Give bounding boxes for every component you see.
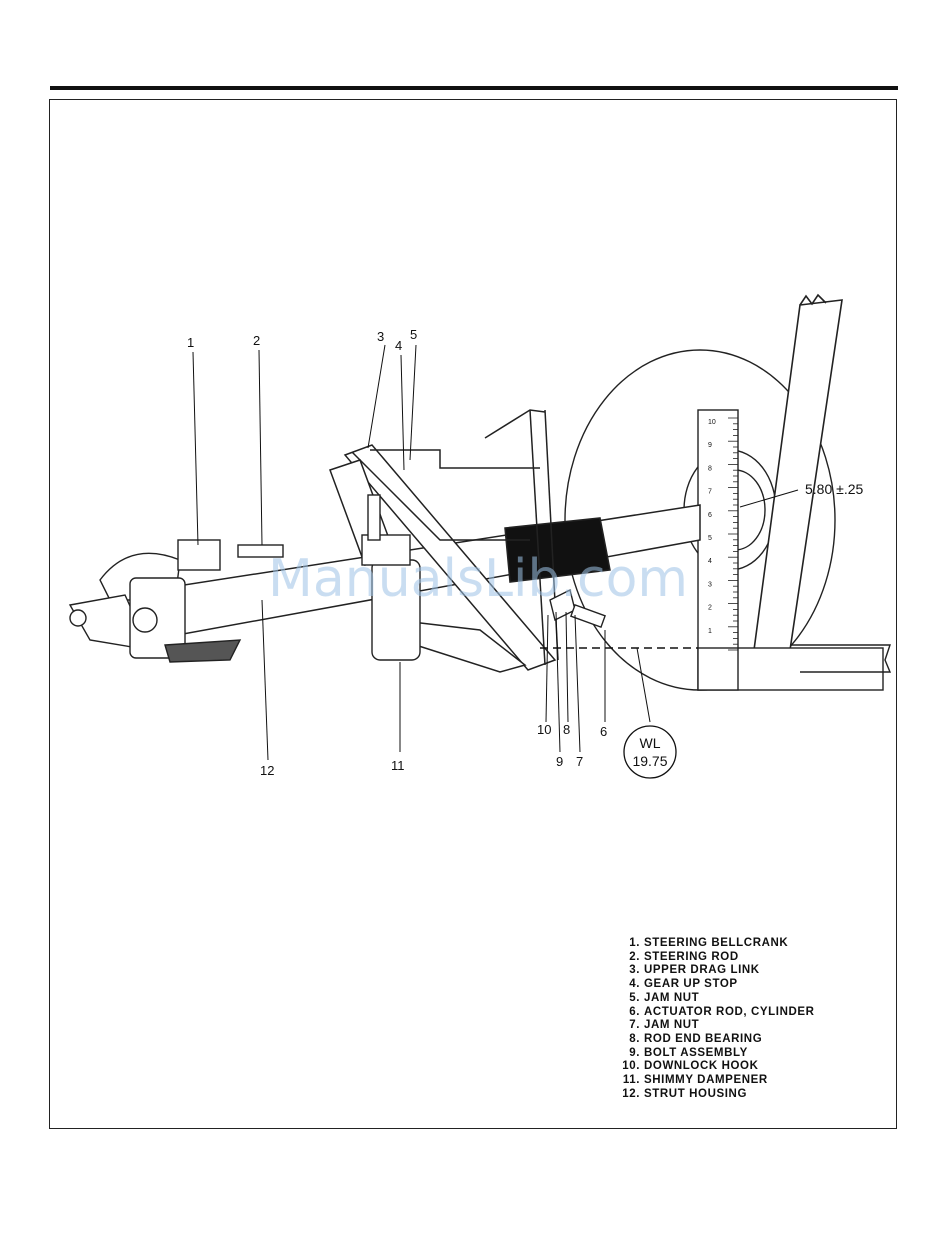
legend-number: 2. [616, 951, 640, 965]
legend-item: 10. DOWNLOCK HOOK [616, 1060, 876, 1074]
legend-text: BOLT ASSEMBLY [644, 1047, 748, 1059]
waterline-label: WL [640, 735, 661, 751]
callout-4: 4 [395, 338, 402, 353]
legend-item: 4. GEAR UP STOP [616, 978, 876, 992]
legend-number: 6. [616, 1006, 640, 1020]
legend-number: 4. [616, 978, 640, 992]
legend-number: 5. [616, 992, 640, 1006]
straight-edge [754, 295, 842, 650]
legend-text: ROD END BEARING [644, 1033, 762, 1045]
callout-6: 6 [600, 724, 607, 739]
legend-number: 10. [616, 1060, 640, 1074]
legend-item: 6. ACTUATOR ROD, CYLINDER [616, 1006, 876, 1020]
legend-number: 8. [616, 1033, 640, 1047]
legend-text: JAM NUT [644, 1019, 699, 1031]
legend-item: 11. SHIMMY DAMPENER [616, 1074, 876, 1088]
legend-number: 9. [616, 1047, 640, 1061]
legend-text: ACTUATOR ROD, CYLINDER [644, 1006, 815, 1018]
ruler-number: 6 [708, 512, 712, 519]
legend-item: 7. JAM NUT [616, 1019, 876, 1033]
ruler-number: 8 [708, 465, 712, 472]
ruler-number: 4 [708, 558, 712, 565]
legend-text: UPPER DRAG LINK [644, 964, 760, 976]
ruler-number: 10 [708, 419, 716, 426]
legend-item: 12. STRUT HOUSING [616, 1088, 876, 1102]
callout-7: 7 [576, 754, 583, 769]
callout-2: 2 [253, 333, 260, 348]
callout-12: 12 [260, 763, 274, 778]
ruler-number: 1 [708, 628, 712, 635]
callout-9: 9 [556, 754, 563, 769]
legend-text: SHIMMY DAMPENER [644, 1074, 768, 1086]
callout-1: 1 [187, 335, 194, 350]
watermark: ManualsLib.com [268, 549, 688, 609]
legend-item: 8. ROD END BEARING [616, 1033, 876, 1047]
legend-number: 1. [616, 937, 640, 951]
legend-text: STRUT HOUSING [644, 1088, 747, 1100]
ruler-number: 9 [708, 442, 712, 449]
legend-text: GEAR UP STOP [644, 978, 738, 990]
legend-number: 3. [616, 964, 640, 978]
ruler-number: 7 [708, 489, 712, 496]
legend-text: STEERING ROD [644, 951, 739, 963]
legend-number: 12. [616, 1088, 640, 1102]
legend-item: 5. JAM NUT [616, 992, 876, 1006]
callout-8: 8 [563, 722, 570, 737]
legend-item: 3. UPPER DRAG LINK [616, 964, 876, 978]
legend-item: 9. BOLT ASSEMBLY [616, 1047, 876, 1061]
legend-text: STEERING BELLCRANK [644, 937, 788, 949]
ruler-number: 2 [708, 605, 712, 612]
waterline-marker: WL 19.75 [624, 726, 676, 778]
ruler-number: 5 [708, 535, 712, 542]
parts-legend: 1. STEERING BELLCRANK 2. STEERING ROD 3. UPPE… [616, 937, 876, 1101]
callout-10: 10 [537, 722, 551, 737]
legend-number: 7. [616, 1019, 640, 1033]
legend-text: JAM NUT [644, 992, 699, 1004]
waterline-value: 19.75 [632, 753, 667, 769]
callout-11: 11 [391, 758, 405, 773]
callout-3: 3 [377, 329, 384, 344]
legend-text: DOWNLOCK HOOK [644, 1060, 758, 1072]
dimension-label: 5.80 ±.25 [805, 481, 863, 497]
legend-item: 1. STEERING BELLCRANK [616, 937, 876, 951]
legend-item: 2. STEERING ROD [616, 951, 876, 965]
legend-number: 11. [616, 1074, 640, 1088]
callout-5: 5 [410, 327, 417, 342]
ruler-number: 3 [708, 581, 712, 588]
